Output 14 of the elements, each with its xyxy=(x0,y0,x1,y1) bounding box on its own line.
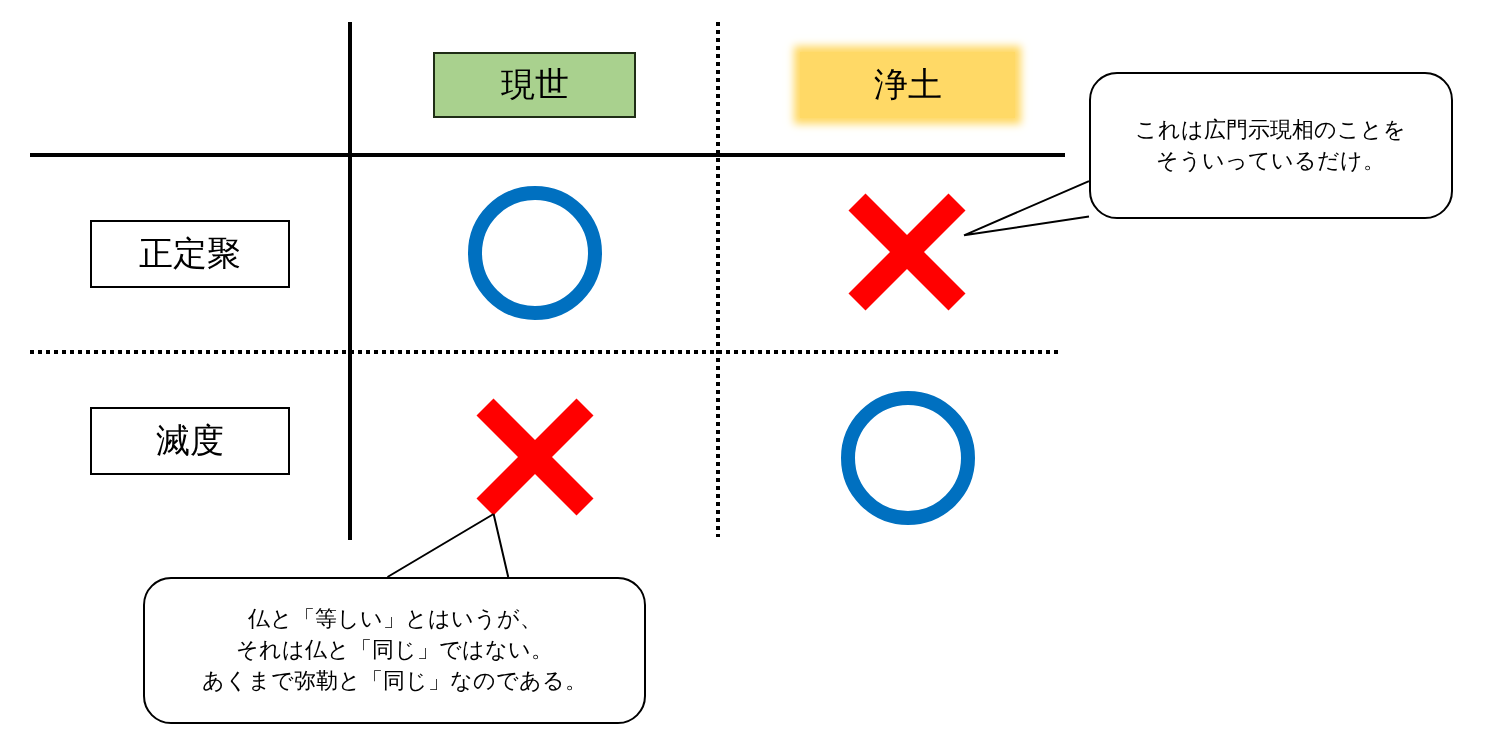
callout-text: 仏と「等しい」とはいうが、それは仏と「同じ」ではない。あくまで弥勒と「同じ」なのである。 xyxy=(202,605,587,695)
column-header: 浄土 xyxy=(800,52,1015,118)
speech-bubble xyxy=(143,577,646,724)
cross-mark xyxy=(475,397,595,517)
circle-mark xyxy=(468,186,602,320)
column-header: 現世 xyxy=(433,52,636,118)
row-header: 滅度 xyxy=(90,407,290,475)
circle-mark xyxy=(841,391,975,525)
speech-bubble xyxy=(1089,72,1453,219)
cross-mark xyxy=(847,192,967,312)
callout-text: これは広門示現相のことをそういっているだけ。 xyxy=(1134,115,1408,175)
row-header: 正定聚 xyxy=(90,220,290,288)
callout-tail xyxy=(963,180,1090,237)
callout-tail xyxy=(386,513,510,578)
